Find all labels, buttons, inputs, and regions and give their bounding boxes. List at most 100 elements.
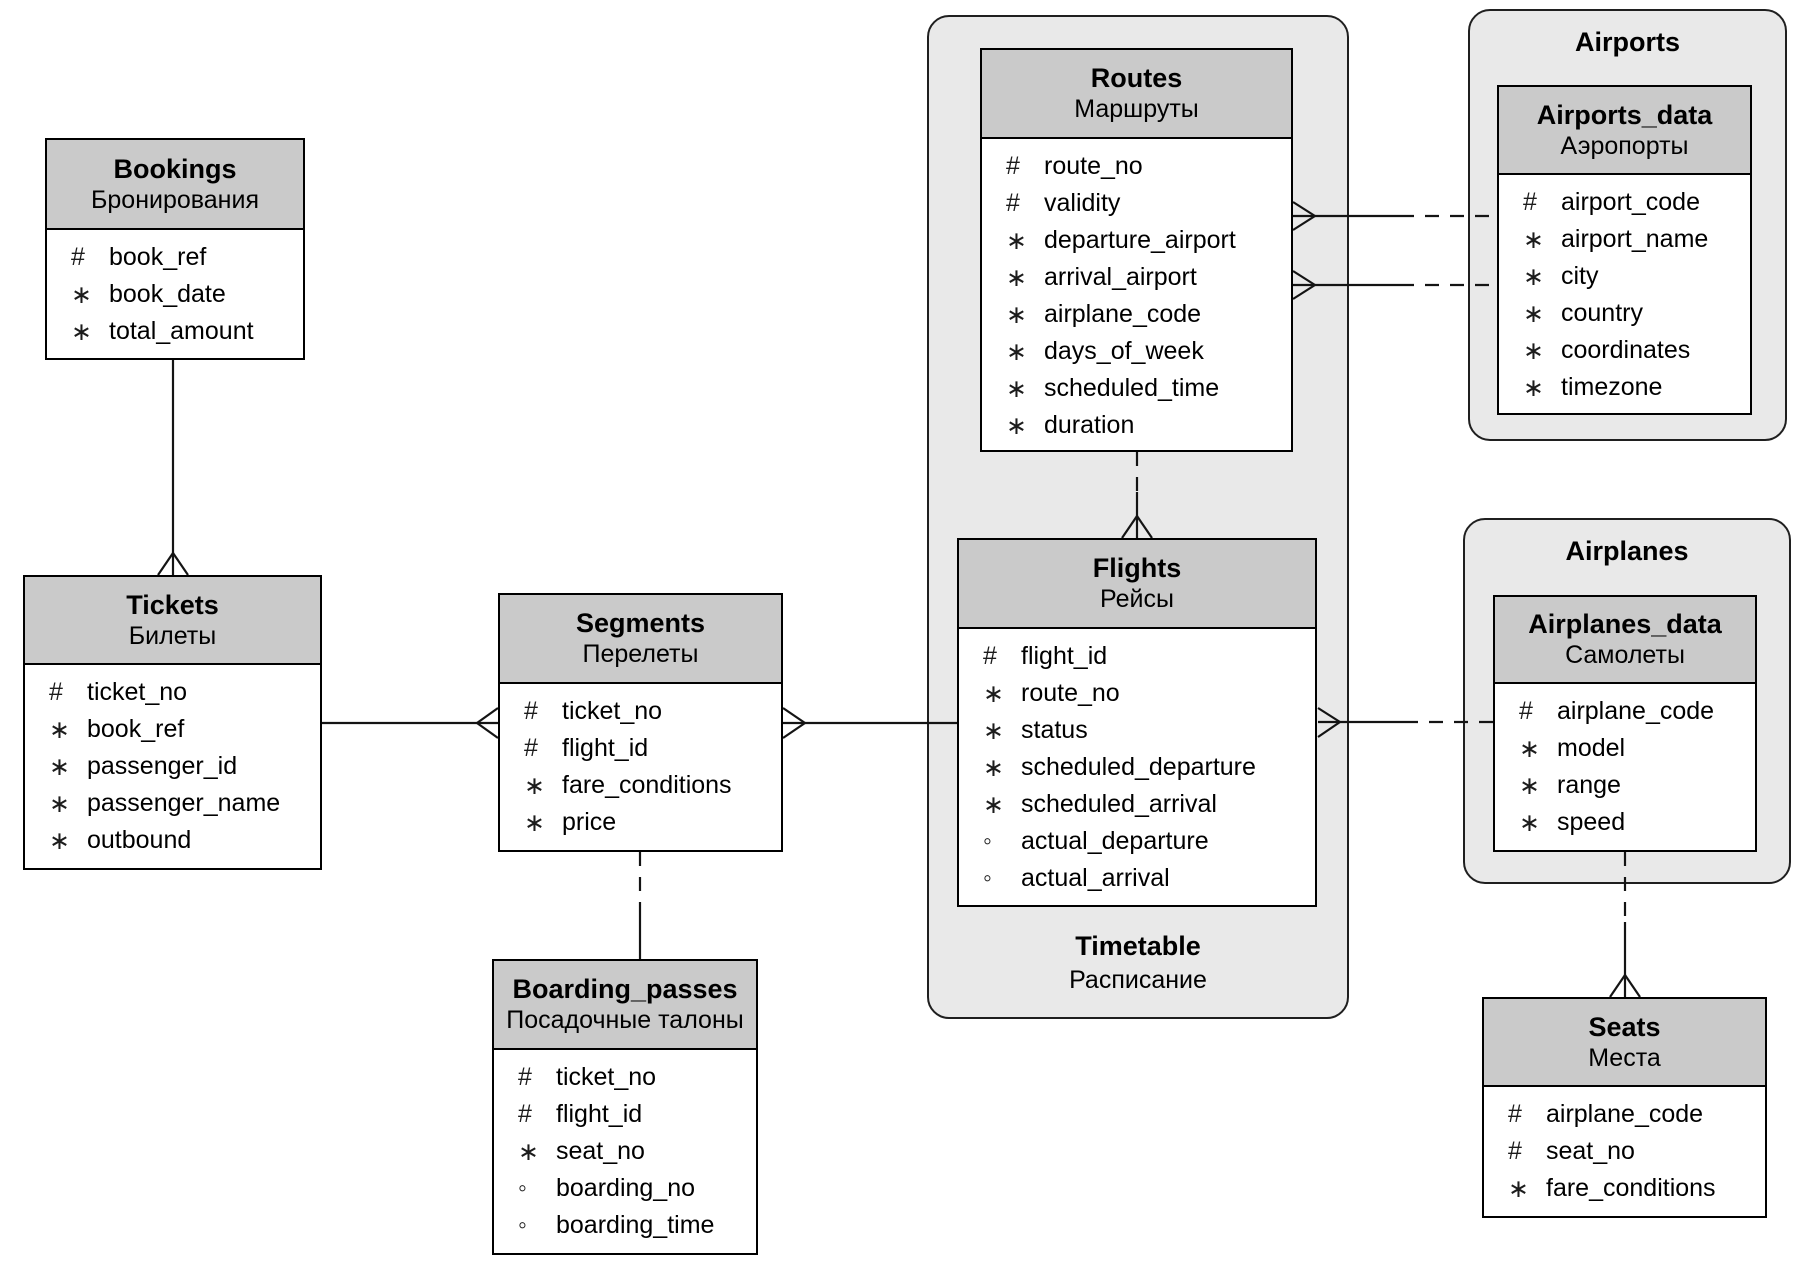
field-marker: ∗: [1508, 1174, 1529, 1203]
field-marker: ∗: [1519, 808, 1540, 837]
field-name: duration: [1044, 411, 1135, 439]
field-marker: ◦: [518, 1211, 527, 1239]
entity-airports-data: Airports_data Аэропорты #airport_code ∗a…: [1497, 85, 1752, 415]
field-row: #airplane_code: [1495, 693, 1755, 730]
entity-seats-header: Seats Места: [1484, 999, 1765, 1087]
entity-boarding-passes: Boarding_passes Посадочные талоны #ticke…: [492, 959, 758, 1255]
field-marker: #: [518, 1063, 532, 1091]
field-row: ∗book_ref: [25, 711, 320, 748]
field-name: actual_arrival: [1021, 864, 1170, 892]
field-marker: ◦: [983, 827, 992, 855]
field-name: airport_name: [1561, 225, 1709, 253]
field-marker: ∗: [1523, 299, 1544, 328]
field-row: ∗scheduled_departure: [959, 749, 1315, 786]
entity-subtitle-ru: Перелеты: [582, 640, 699, 668]
field-marker: ∗: [71, 280, 92, 309]
field-name: book_date: [109, 280, 226, 308]
field-marker: ∗: [1519, 771, 1540, 800]
entity-subtitle-ru: Посадочные талоны: [506, 1006, 744, 1034]
group-title: Airplanes: [1565, 536, 1689, 566]
field-row: #ticket_no: [500, 693, 781, 730]
field-name: boarding_no: [556, 1174, 696, 1202]
field-marker: #: [1519, 697, 1533, 725]
rel-airplanes-seats: [1609, 852, 1641, 998]
field-name: airplane_code: [1546, 1100, 1704, 1128]
field-marker: ∗: [1523, 336, 1544, 365]
rel-routes-flights: [1121, 452, 1153, 539]
field-row: ∗range: [1495, 767, 1755, 804]
crow-foot-prong: [1292, 215, 1316, 231]
field-row: ∗airplane_code: [982, 296, 1291, 333]
field-row: #ticket_no: [25, 674, 320, 711]
field-row: ∗total_amount: [47, 313, 303, 350]
entity-tickets-fields: #ticket_no ∗book_ref ∗passenger_id ∗pass…: [25, 665, 320, 859]
entity-seats: Seats Места #airplane_code #seat_no ∗far…: [1482, 997, 1767, 1218]
entity-title: Segments: [575, 608, 706, 638]
field-row: ∗ country: [1499, 295, 1750, 332]
rel-flights-segments: [782, 707, 957, 739]
field-row: #airport_code: [1499, 184, 1750, 221]
entity-airplanes-data-fields: #airplane_code ∗ model ∗range ∗speed: [1495, 684, 1755, 841]
field-name: model: [1557, 734, 1626, 762]
field-row: ∗timezone: [1499, 369, 1750, 406]
field-name: timezone: [1561, 373, 1663, 401]
field-marker: ∗: [1006, 300, 1027, 329]
field-row: #validity: [982, 185, 1291, 222]
field-marker: ∗: [1006, 337, 1027, 366]
field-marker: ∗: [1523, 262, 1544, 291]
field-row: ∗airport_name: [1499, 221, 1750, 258]
field-marker: ∗: [49, 752, 70, 781]
field-row: ∗arrival_airport: [982, 259, 1291, 296]
crow-foot-prong: [1292, 284, 1316, 300]
crow-foot-prong: [476, 707, 499, 724]
field-row: ∗departure_airport: [982, 222, 1291, 259]
entity-subtitle-ru: Места: [1588, 1043, 1661, 1072]
field-name: total_amount: [109, 317, 254, 345]
field-marker: ∗: [1006, 226, 1027, 255]
field-row: # flight_id: [959, 638, 1315, 675]
entity-routes-header: Routes Маршруты: [982, 50, 1291, 139]
field-name: price: [562, 808, 617, 836]
field-name: scheduled_time: [1044, 374, 1220, 402]
rel-airports-routes-arrival: [1292, 270, 1497, 300]
field-row: #ticket_no: [494, 1059, 756, 1096]
crow-foot-prong: [1121, 515, 1138, 539]
field-marker: #: [518, 1100, 532, 1128]
field-marker: ∗: [524, 808, 545, 837]
crow-foot-prong: [1292, 270, 1316, 286]
entity-boarding-passes-header: Boarding_passes Посадочные талоны: [494, 961, 756, 1050]
field-name: flight_id: [1021, 642, 1108, 670]
field-name: flight_id: [556, 1100, 643, 1128]
crow-foot-prong: [172, 552, 189, 576]
entity-airports-data-header: Airports_data Аэропорты: [1499, 87, 1750, 175]
entity-title: Seats: [1588, 1011, 1661, 1042]
crow-foot-prong: [782, 707, 806, 724]
field-name: book_ref: [109, 243, 207, 271]
field-marker: #: [71, 243, 85, 271]
field-marker: ∗: [1006, 374, 1027, 403]
crow-foot-prong: [1317, 721, 1341, 738]
field-marker: #: [1508, 1137, 1522, 1165]
field-name: days_of_week: [1044, 337, 1204, 365]
field-row: ∗coordinates: [1499, 332, 1750, 369]
field-row: ◦actual_departure: [959, 823, 1315, 860]
field-row: ∗speed: [1495, 804, 1755, 841]
field-name: fare_conditions: [562, 771, 732, 799]
field-name: airport_code: [1561, 188, 1700, 216]
field-marker: ∗: [1519, 734, 1540, 763]
field-name: country: [1561, 299, 1643, 327]
field-marker: #: [524, 697, 538, 725]
field-row: ∗duration: [982, 407, 1291, 444]
field-row: ∗status: [959, 712, 1315, 749]
field-name: passenger_name: [87, 789, 281, 817]
field-row: # flight_id: [494, 1096, 756, 1133]
entity-title: Bookings: [113, 153, 237, 184]
field-marker: #: [983, 642, 997, 670]
field-name: validity: [1044, 189, 1121, 217]
field-row: ◦boarding_time: [494, 1207, 756, 1244]
entity-subtitle-ru: Рейсы: [1100, 585, 1174, 613]
entity-title: Tickets: [126, 589, 219, 620]
entity-title: Airplanes_data: [1528, 609, 1722, 639]
